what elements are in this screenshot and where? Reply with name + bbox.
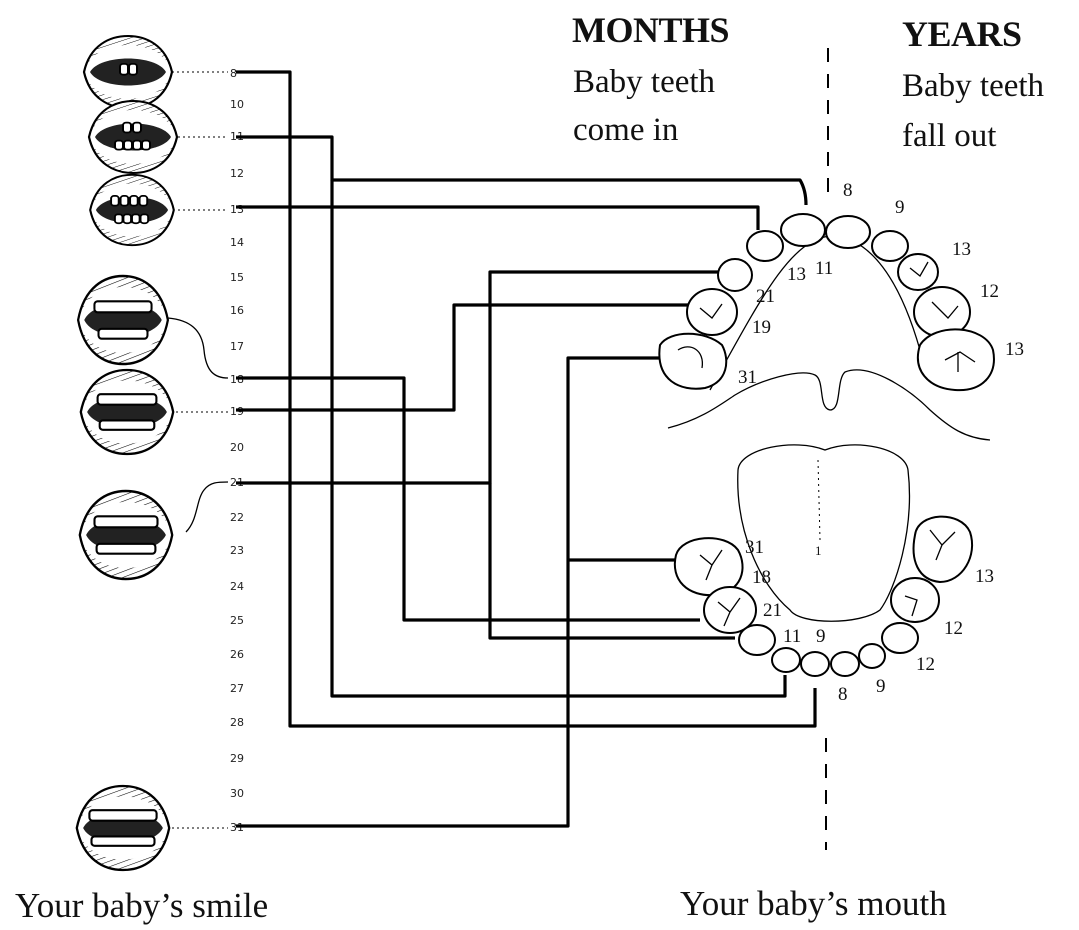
connector-11-months [236,137,806,205]
tick-label: 10 [230,98,244,111]
tick-label: 30 [230,787,244,800]
tick-label: 12 [230,167,244,180]
years-subheading-line1: Baby teeth [902,68,1045,104]
upper-first-molar-right [687,289,737,335]
upper-month-label: 11 [815,258,833,279]
smile-21-months-icon [80,491,172,579]
leader-line [186,482,228,532]
upper-month-label: 21 [756,286,775,307]
lower-month-label: 11 [783,626,801,647]
connector-18-months [236,378,700,620]
mouth-caption: Your baby’s mouth [680,884,947,923]
tick-label: 29 [230,752,244,765]
tick-label: 20 [230,441,244,454]
smile-18-months-icon [78,276,168,364]
upper-year-label: 12 [980,281,999,302]
upper-month-label: 19 [752,317,771,338]
lower-year-label: 13 [975,566,994,587]
tick-label: 26 [230,648,244,661]
tick-label: 8 [230,67,237,80]
tick-label: 23 [230,544,244,557]
smile-19-months-icon [81,370,173,454]
smile-11-months-icon [89,101,177,173]
lower-year-label: 12 [916,654,935,675]
upper-second-molar-right [659,334,726,389]
years-subheading-line2: fall out [902,118,996,154]
upper-central-incisor-right [781,214,825,246]
smile-13-months-icon [90,175,174,245]
lower-central-incisor-right [801,652,829,676]
months-subheading-line2: come in [573,112,678,148]
connector-13-months [236,207,758,230]
tick-label: 22 [230,511,244,524]
lower-canine-left [882,623,918,653]
lower-month-label: 21 [763,600,782,621]
tick-label: 15 [230,271,244,284]
upper-year-label: 13 [1005,339,1024,360]
tick-label: 14 [230,236,244,249]
lower-lateral-incisor-left [859,644,885,668]
lower-year-label: 9 [876,676,886,697]
upper-month-label: 31 [738,367,757,388]
upper-year-label: 9 [895,197,905,218]
upper-canine-right [718,259,752,291]
months-subheading-line1: Baby teeth [573,64,716,100]
tick-label: 27 [230,682,244,695]
lower-jaw [675,517,972,676]
lower-second-molar-left [914,517,973,582]
connector-lines [236,72,815,826]
upper-central-incisor-left [826,216,870,248]
leader-line [168,318,228,378]
lower-month-label: 9 [816,626,826,647]
tongue-label: 1 [815,543,822,558]
upper-second-molar-left [918,329,994,390]
years-heading: YEARS [902,14,1022,54]
tick-label: 28 [230,716,244,729]
upper-lateral-incisor-right [747,231,783,261]
tick-label: 25 [230,614,244,627]
upper-month-label: 13 [787,264,806,285]
month-scale: 8 10 11 12 13 14 15 16 17 18 19 20 21 22… [230,67,244,834]
lower-central-incisor-left [831,652,859,676]
upper-year-label: 8 [843,180,853,201]
upper-year-label: 13 [952,239,971,260]
tick-label: 13 [230,203,244,216]
tick-label: 17 [230,340,244,353]
lower-month-label: 18 [752,567,771,588]
lower-year-label: 12 [944,618,963,639]
lower-month-label: 31 [745,537,764,558]
connector-31-months [236,358,680,826]
lower-year-label: 8 [838,684,848,705]
lower-lateral-incisor-right [772,648,800,672]
lower-canine-right [739,625,775,655]
tongue [738,445,910,621]
upper-lateral-incisor-left [872,231,908,261]
months-heading: MONTHS [572,10,729,50]
tick-label: 16 [230,304,244,317]
upper-canine-left [898,254,938,290]
smile-caption: Your baby’s smile [15,886,268,925]
smile-8-months-icon [84,36,172,108]
smile-31-months-icon [77,786,169,870]
tick-label: 24 [230,580,244,593]
upper-jaw [659,214,994,440]
